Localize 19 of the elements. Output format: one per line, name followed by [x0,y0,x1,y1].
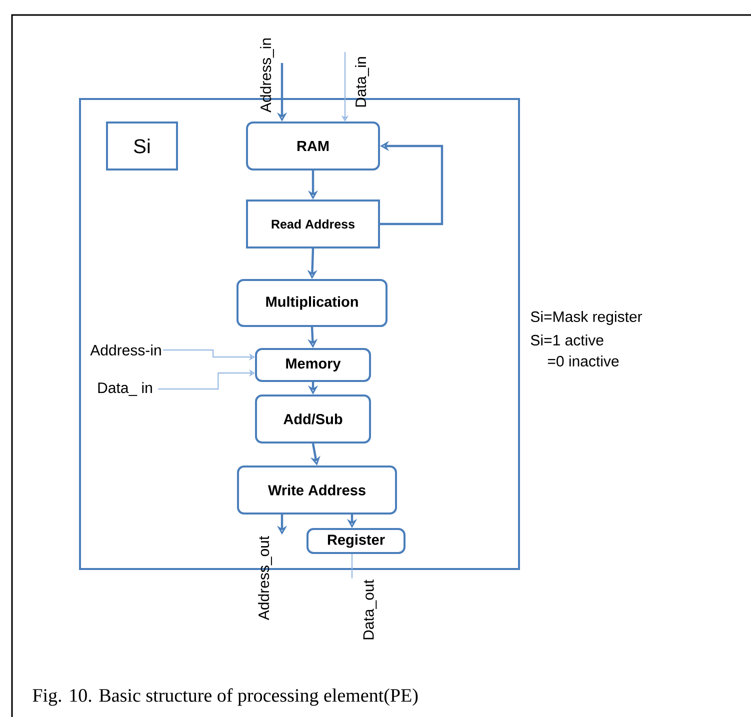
signal-label: Address_out [258,536,272,620]
signal-label: Data_in [355,57,369,107]
arrow [158,369,255,390]
signal-label: Address-in [90,344,161,356]
signal-label: Data_out [363,580,377,640]
figure-caption: Fig. 10. Basic structure of processing element(PE) [32,688,418,706]
process-box: Add/Sub [255,394,371,444]
process-box: RAM [246,122,380,170]
process-box: Write Address [237,466,397,514]
signal-label: Address_in [260,38,274,112]
signal-label: Data_ in [98,382,152,396]
legend-note: =0 inactive [548,356,619,366]
process-box: Multiplication [236,279,388,327]
process-box: Read Address [246,200,380,248]
legend-note: Si=1 active [530,334,604,346]
process-box: Memory [255,348,371,382]
register-box: Si [106,122,178,170]
legend-note: Si=Mask register [530,311,642,325]
process-box: Register [306,528,406,554]
